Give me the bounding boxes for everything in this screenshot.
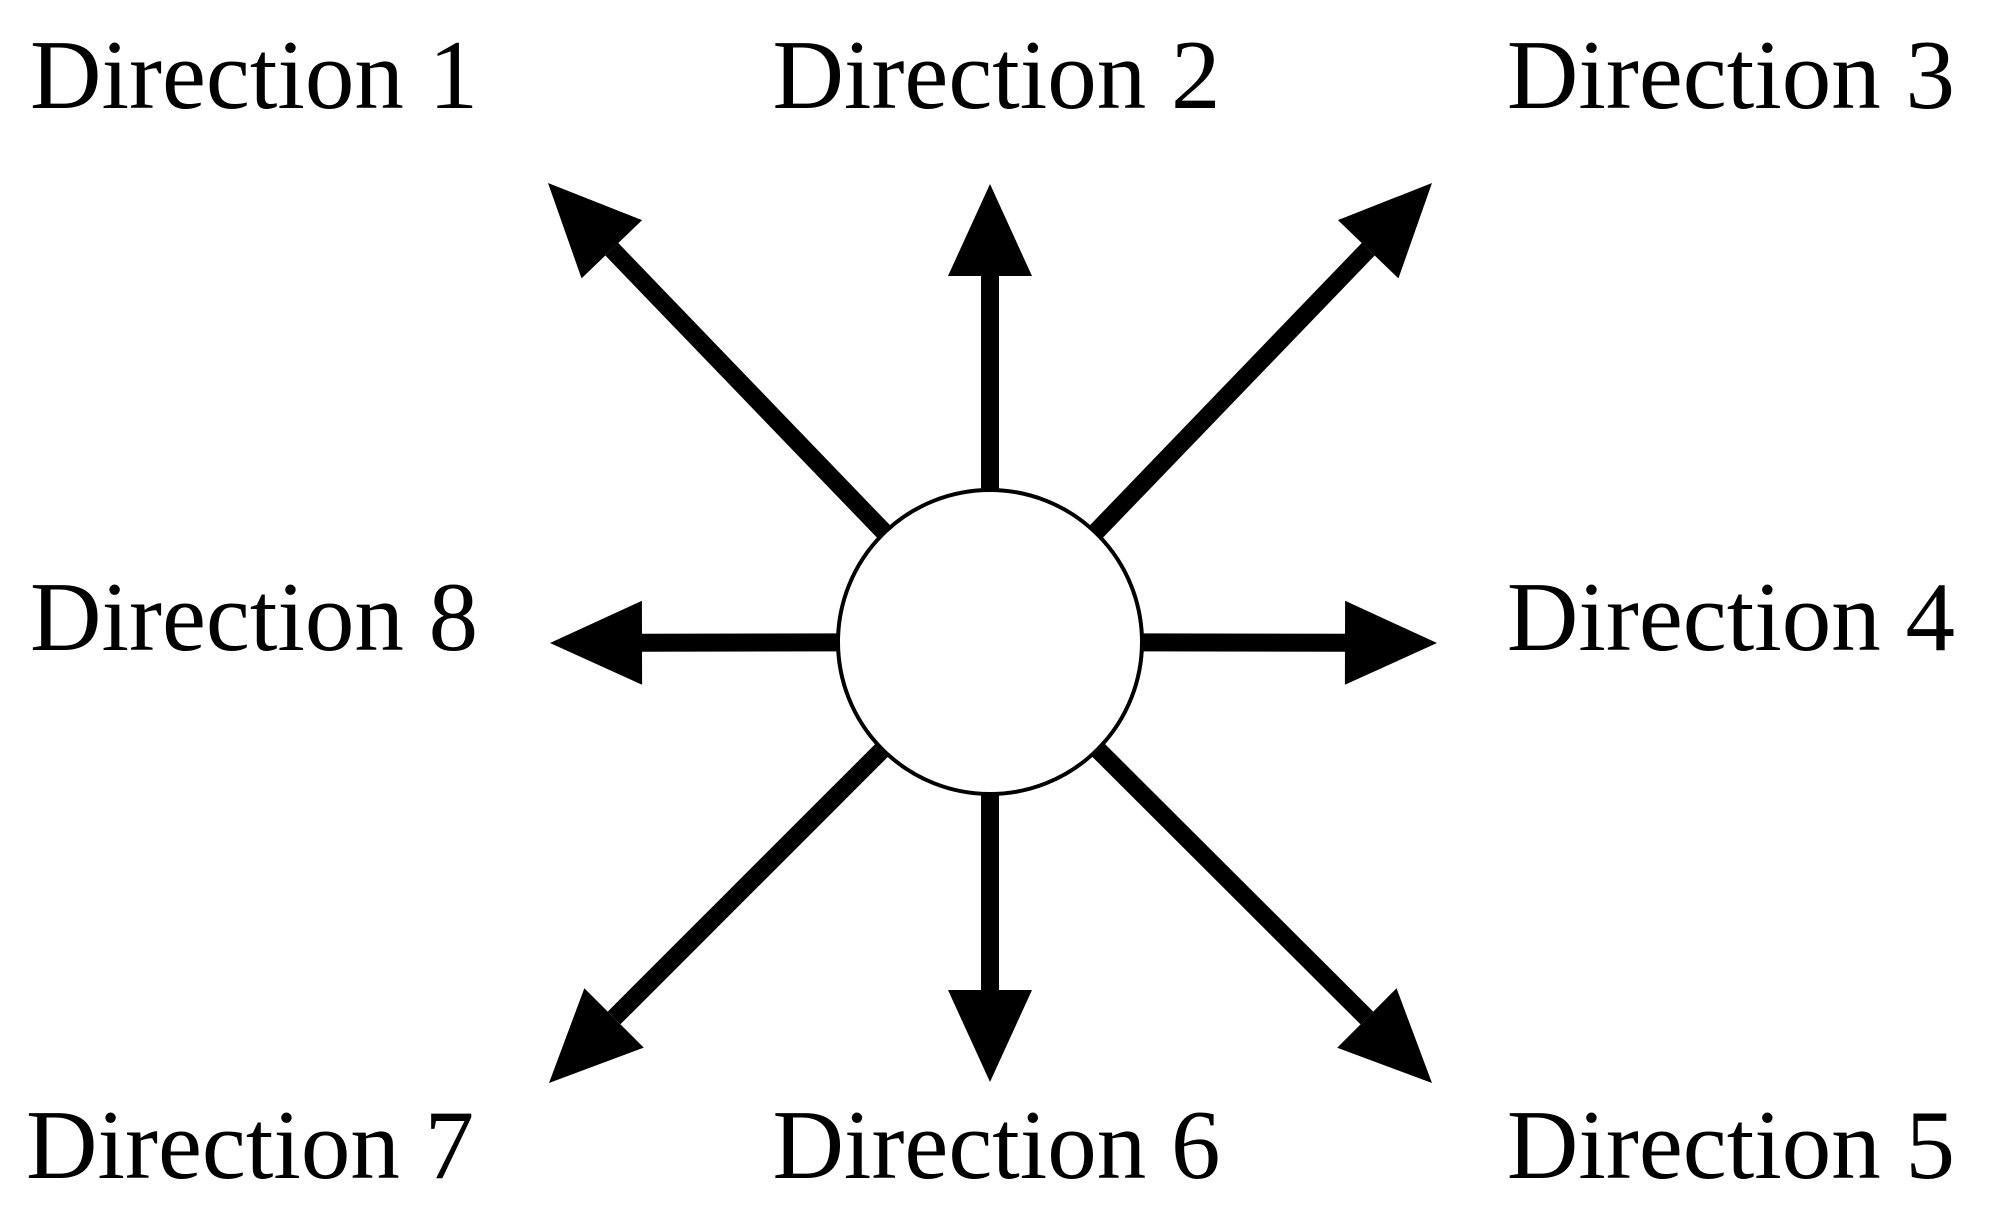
arrow-shaft-4: [1141, 633, 1346, 652]
arrow-shaft-3: [1088, 243, 1375, 539]
arrow-shaft-5: [1091, 742, 1374, 1025]
arrowhead-8: [550, 600, 643, 685]
arrowhead-5: [1337, 988, 1432, 1083]
label-direction-6: Direction 6: [772, 1091, 1221, 1200]
label-direction-5: Direction 5: [1506, 1091, 1955, 1200]
arrow-shaft-2: [981, 276, 999, 490]
arrow-shaft-7: [607, 743, 889, 1025]
arrowhead-4: [1344, 600, 1437, 685]
arrowhead-6: [948, 990, 1032, 1082]
arrowhead-1: [548, 183, 643, 279]
arrow-shaft-6: [981, 794, 999, 990]
label-direction-1: Direction 1: [30, 21, 479, 130]
label-direction-8: Direction 8: [30, 563, 479, 672]
label-direction-3: Direction 3: [1506, 21, 1955, 130]
arrowhead-3: [1337, 183, 1432, 279]
label-direction-4: Direction 4: [1506, 563, 1955, 672]
arrowhead-7: [549, 988, 644, 1083]
label-direction-7: Direction 7: [26, 1091, 475, 1200]
label-direction-2: Direction 2: [772, 21, 1221, 130]
arrow-shaft-8: [641, 633, 839, 652]
arrowhead-2: [948, 184, 1032, 276]
arrows-group: [548, 183, 1437, 1083]
center-circle: [836, 488, 1144, 796]
arrow-shaft-1: [605, 243, 892, 539]
